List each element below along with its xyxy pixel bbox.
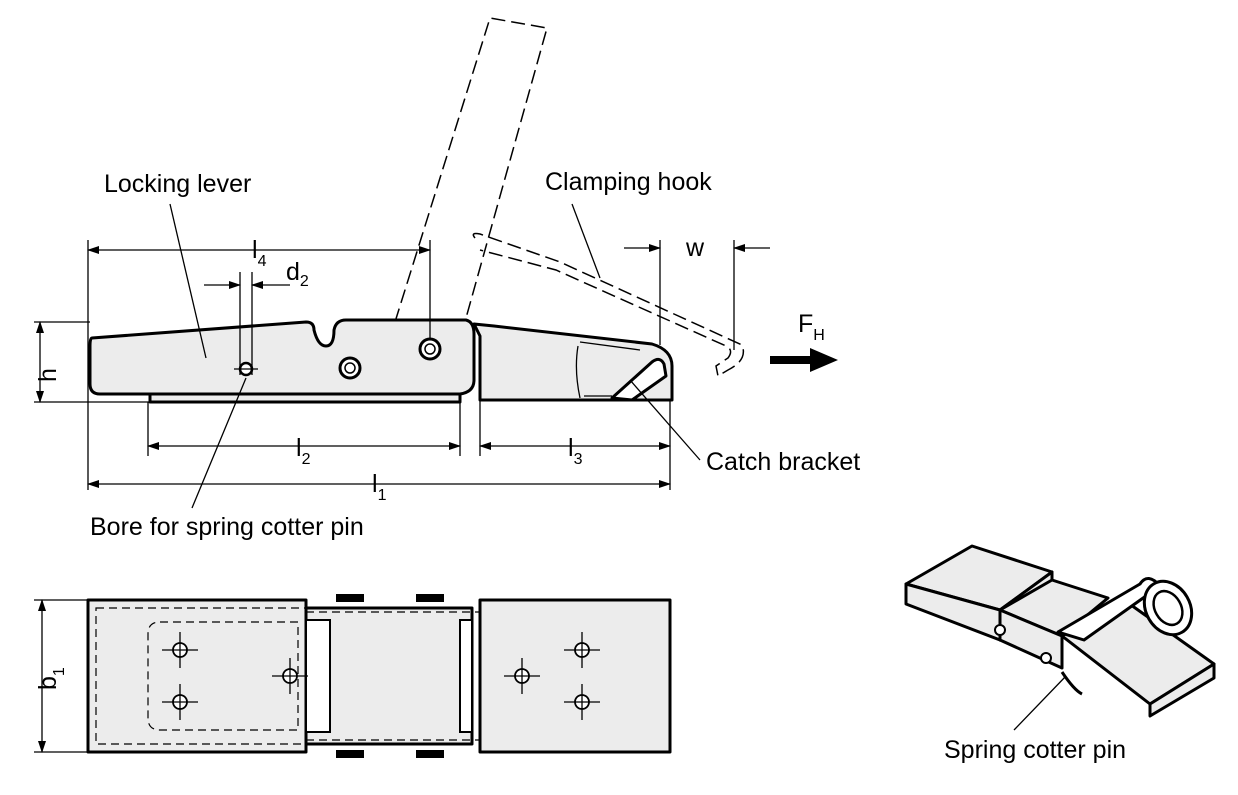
dim-b1: b1 (34, 667, 68, 690)
dim-h: h (34, 368, 62, 382)
dim-w: w (685, 234, 705, 262)
pivot-hole-1 (338, 356, 362, 380)
locking-lever-body (88, 318, 476, 396)
dim-l1: l1 (372, 470, 387, 504)
top-lever-plate (86, 598, 308, 754)
dim-l2: l2 (296, 434, 311, 468)
dim-fh: FH (798, 310, 825, 344)
side-view (34, 17, 838, 509)
dim-l3: l3 (568, 434, 583, 468)
isometric-view (904, 544, 1216, 731)
dim-d2: d2 (286, 258, 309, 290)
iso-cotter-pin (1060, 671, 1083, 696)
catch-bracket-label: Catch bracket (706, 448, 860, 476)
base-plate (148, 392, 462, 404)
top-view (34, 594, 672, 758)
top-holes (162, 632, 600, 720)
hook-dashed (472, 232, 745, 378)
locking-lever-label: Locking lever (104, 170, 251, 198)
pivot-hole-2 (418, 337, 442, 361)
catch-bracket-shape (610, 357, 668, 402)
force-arrow (770, 348, 838, 372)
opened-lever-dashed (394, 17, 548, 323)
clamping-hook-body (472, 322, 674, 402)
clamping-hook-label: Clamping hook (545, 168, 712, 196)
dim-l4: l4 (252, 236, 267, 270)
bore-label: Bore for spring cotter pin (90, 513, 364, 541)
spring-cotter-pin-label: Spring cotter pin (944, 736, 1126, 764)
